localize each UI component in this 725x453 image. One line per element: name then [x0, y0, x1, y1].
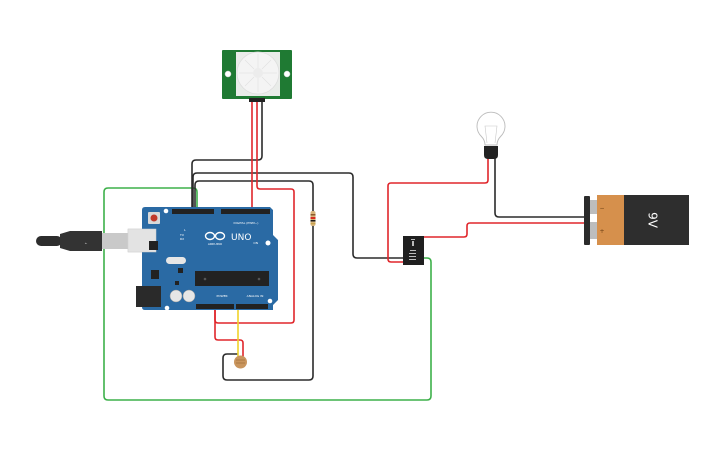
battery-orange-cap: [597, 195, 625, 245]
pir-sensor[interactable]: [222, 50, 292, 102]
usb-plug-body: [60, 231, 102, 251]
power-jack: [136, 286, 161, 307]
pir-dome-center: [253, 68, 263, 78]
brand-label: ARDUINO: [208, 242, 223, 246]
board-model-label: UNO: [231, 233, 251, 243]
bulb-base: [484, 146, 498, 159]
battery-minus-symbol: −: [599, 205, 604, 212]
small-chip: [178, 268, 183, 273]
reset-button[interactable]: [150, 214, 158, 222]
diode: [175, 281, 179, 285]
pir-mount-hole-right: [283, 70, 291, 78]
relay[interactable]: [403, 236, 424, 265]
wire-red-relay-to-battery[interactable]: [423, 222, 587, 238]
battery-terminal-plate: [584, 196, 590, 245]
battery-terminal-positive[interactable]: [590, 222, 598, 239]
on-led: [265, 240, 271, 246]
resistor-band-4: [310, 223, 316, 225]
voltage-regulator: [151, 270, 159, 279]
capacitor-left: [169, 289, 183, 303]
wire-red-relay-to-bulb[interactable]: [387, 157, 489, 263]
rx-label: RX: [180, 237, 184, 241]
battery-terminal-negative[interactable]: [590, 200, 598, 214]
pir-mount-hole-left: [224, 70, 232, 78]
tx-label: TX: [179, 233, 184, 237]
wire-black-pir-gnd[interactable]: [191, 101, 263, 214]
power-label: POWER: [216, 294, 227, 298]
battery-voltage-label: 9V: [646, 212, 660, 229]
wire-black-arduino-to-relay[interactable]: [192, 172, 405, 259]
wire-red-photoresistor-vcc[interactable]: [214, 304, 244, 357]
pir-dome-facets: [239, 54, 277, 92]
chip-dot-right: [257, 277, 261, 281]
bulb-glass: [476, 111, 506, 146]
bulb-filament: [484, 125, 498, 144]
usb-icon: ⭠: [85, 241, 88, 245]
chip-dot-left: [203, 277, 207, 281]
analog-header[interactable]: [236, 304, 268, 309]
power-header[interactable]: [196, 304, 234, 309]
mount-hole-bottom: [164, 305, 170, 311]
usb-chip: [149, 241, 158, 250]
digital-header-right[interactable]: [221, 209, 270, 214]
resistor-band-3: [310, 220, 316, 222]
crystal-oscillator: [166, 257, 186, 264]
usb-cable[interactable]: ⭠: [36, 231, 128, 251]
battery-body: [624, 195, 689, 245]
wires: [103, 101, 587, 401]
photoresistor[interactable]: [234, 355, 247, 369]
resistor-band-1: [310, 214, 316, 216]
pir-pin-header: [249, 98, 265, 102]
on-label: ON: [253, 241, 258, 245]
atmega-chip: [195, 271, 269, 286]
photoresistor-body: [234, 355, 247, 369]
resistor[interactable]: [310, 211, 316, 226]
usb-plug-metal: [102, 233, 128, 249]
wire-black-bulb-to-battery[interactable]: [494, 157, 587, 218]
mount-hole-top: [163, 208, 169, 214]
arduino-logo-icon: [204, 231, 226, 241]
wire-red-pir-vcc[interactable]: [214, 101, 295, 324]
wire-black-resistor-to-photoresistor[interactable]: [194, 180, 314, 381]
analog-in-label: ANALOG IN: [247, 294, 264, 298]
battery-plus-symbol: +: [599, 228, 604, 235]
l-led-label: L: [184, 228, 186, 232]
light-bulb[interactable]: [476, 111, 506, 159]
resistor-band-2: [310, 217, 316, 219]
capacitor-right: [182, 289, 196, 303]
digital-pwm-label: DIGITAL (PWM~): [234, 221, 259, 225]
relay-markings: [409, 239, 416, 260]
photoresistor-track: [236, 359, 245, 364]
digital-header-left[interactable]: [172, 209, 214, 214]
usb-cable-strain-relief: [36, 236, 62, 246]
arduino-uno[interactable]: DIGITAL (PWM~) L TX RX UNO ARDUINO ON PO…: [127, 207, 278, 311]
mount-hole-bottom-right: [267, 298, 273, 304]
battery-9v[interactable]: − + 9V: [584, 195, 689, 245]
